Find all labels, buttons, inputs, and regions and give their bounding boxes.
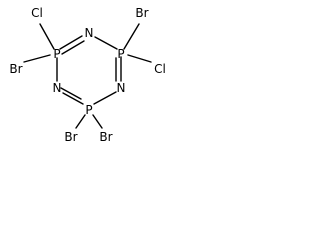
atom-n-left: N <box>53 81 62 95</box>
bond-pleft-ntop-1 <box>59 35 83 50</box>
bond-pbottom-br-right <box>92 114 103 129</box>
atom-br-right-top: Br <box>135 6 148 20</box>
atom-labels: P N P N P N Cl Br Br Cl Br Br <box>9 6 165 144</box>
bond-ntop-pright <box>94 36 118 50</box>
atom-p-bottom: P <box>85 103 92 117</box>
atom-p-right: P <box>117 47 124 61</box>
bond-pbottom-nleft-1 <box>62 92 84 105</box>
atom-br-left: Br <box>9 62 22 76</box>
atom-br-bottom-left: Br <box>64 130 77 144</box>
atom-cl-left: Cl <box>31 6 43 20</box>
bond-pleft-cl <box>39 23 55 50</box>
substituent-bonds <box>23 23 152 129</box>
ring-bonds <box>56 35 122 105</box>
atom-br-bottom-right: Br <box>99 130 112 144</box>
bond-pright-br <box>123 23 140 50</box>
bond-pright-cl <box>127 54 152 63</box>
atom-n-right: N <box>117 81 126 95</box>
bond-nright-pbottom <box>93 91 117 105</box>
atom-p-left: P <box>53 47 60 61</box>
bond-pbottom-br-left <box>75 114 86 129</box>
bond-pleft-ntop-2 <box>61 40 85 55</box>
bond-pbottom-nleft-2 <box>60 87 82 100</box>
atom-n-top: N <box>85 26 94 40</box>
atom-cl-right: Cl <box>154 62 166 76</box>
cyclophosphazene-structure: P N P N P N Cl Br Br Cl Br Br <box>9 6 165 144</box>
bond-pleft-br <box>23 54 51 63</box>
